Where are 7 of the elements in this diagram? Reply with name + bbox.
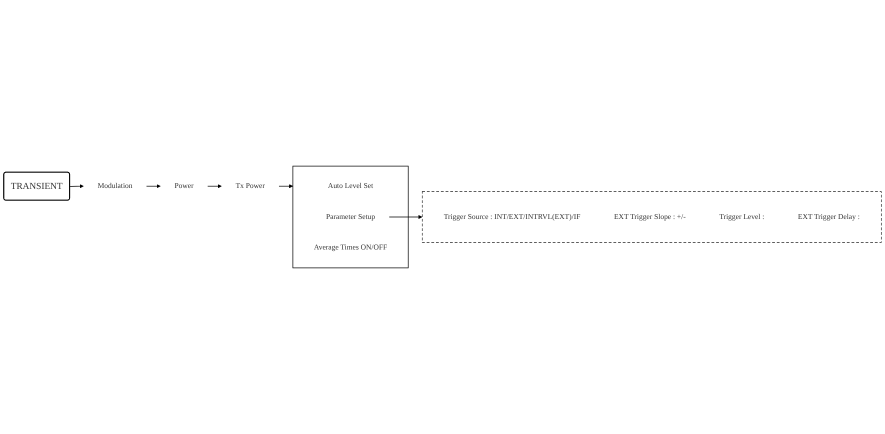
arrow: [388, 214, 422, 220]
arrow: [70, 184, 84, 188]
arrow: [146, 184, 161, 188]
arrow: [278, 184, 294, 188]
cluster: [422, 191, 882, 243]
cluster: [292, 166, 409, 268]
arrow: [207, 184, 222, 188]
